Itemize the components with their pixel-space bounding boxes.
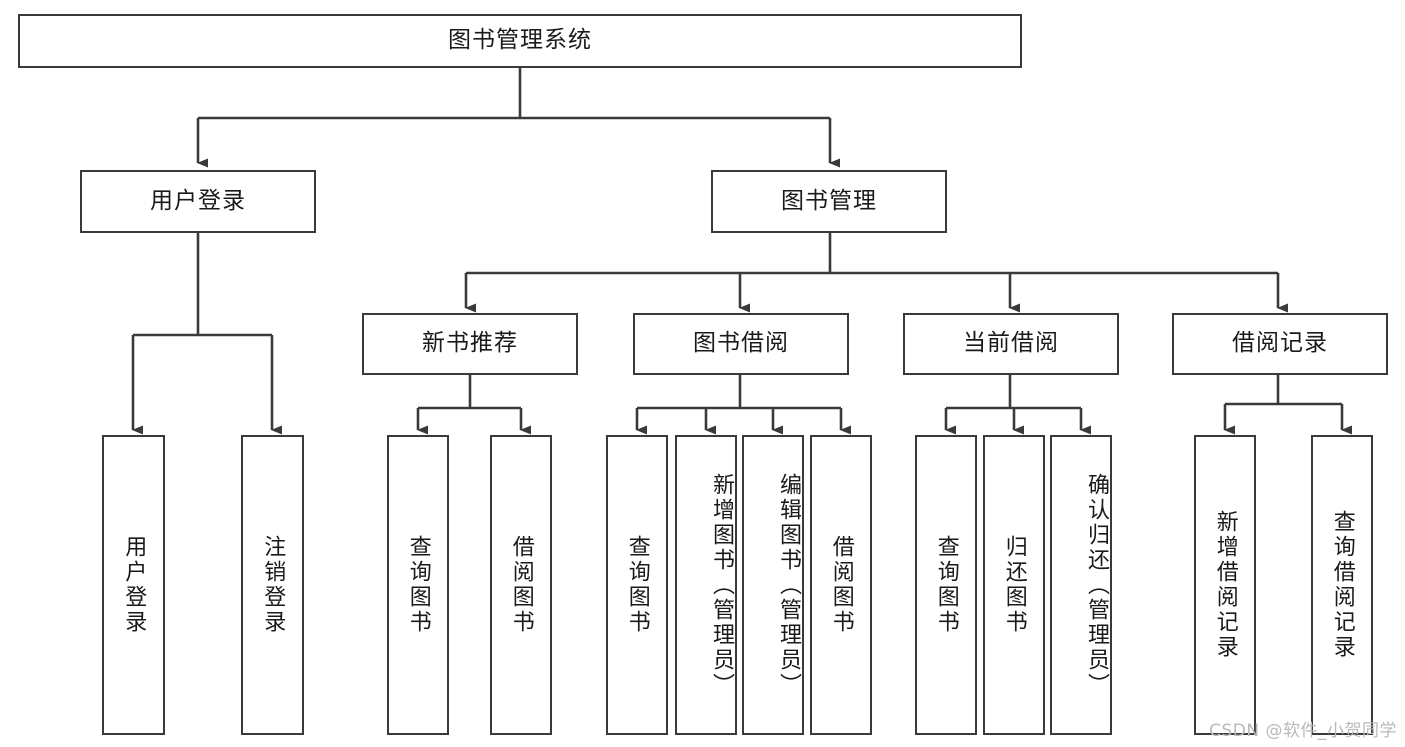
leaf-new-book-query-book[interactable]: 查询图书 <box>387 435 449 735</box>
node-label: 借阅图书 <box>508 535 534 635</box>
leaf-borrow-record-query-record[interactable]: 查询借阅记录 <box>1311 435 1373 735</box>
node-label: 查询图书 <box>624 535 650 635</box>
node-current-borrow[interactable]: 当前借阅 <box>903 313 1119 375</box>
node-label: 查询借阅记录 <box>1329 510 1355 660</box>
node-label: 用户登录 <box>121 535 147 635</box>
leaf-book-borrow-borrow-book[interactable]: 借阅图书 <box>810 435 872 735</box>
leaf-current-borrow-return-book[interactable]: 归还图书 <box>983 435 1045 735</box>
node-label: 注销登录 <box>260 535 286 635</box>
csdn-watermark: CSDN @软件_小贺同学 <box>1209 721 1397 741</box>
leaf-book-borrow-query-book[interactable]: 查询图书 <box>606 435 668 735</box>
leaf-borrow-record-add-record[interactable]: 新增借阅记录 <box>1194 435 1256 735</box>
node-label: 编辑图书（管理员） <box>776 472 801 698</box>
node-label: 图书管理 <box>781 187 877 214</box>
leaf-book-borrow-edit-book[interactable]: 编辑图书（管理员） <box>742 435 804 735</box>
leaf-user-login-logout[interactable]: 注销登录 <box>241 435 304 735</box>
node-new-book-recommend[interactable]: 新书推荐 <box>362 313 578 375</box>
node-book-borrow[interactable]: 图书借阅 <box>633 313 849 375</box>
node-label: 归还图书 <box>1001 535 1027 635</box>
node-label: 图书管理系统 <box>448 27 592 54</box>
node-label: 新增借阅记录 <box>1212 510 1238 660</box>
node-label: 查询图书 <box>933 535 959 635</box>
node-label: 查询图书 <box>405 535 431 635</box>
node-label: 当前借阅 <box>963 330 1059 357</box>
node-label: 新书推荐 <box>422 330 518 357</box>
node-root-book-management-system[interactable]: 图书管理系统 <box>18 14 1022 68</box>
leaf-user-login-login[interactable]: 用户登录 <box>102 435 165 735</box>
leaf-book-borrow-add-book[interactable]: 新增图书（管理员） <box>675 435 737 735</box>
node-book-management[interactable]: 图书管理 <box>711 170 947 233</box>
node-label: 借阅图书 <box>828 535 854 635</box>
node-user-login[interactable]: 用户登录 <box>80 170 316 233</box>
node-label: 新增图书（管理员） <box>709 472 734 698</box>
node-label: 确认归还（管理员） <box>1084 472 1109 698</box>
node-label: 图书借阅 <box>693 330 789 357</box>
node-borrow-record[interactable]: 借阅记录 <box>1172 313 1388 375</box>
leaf-current-borrow-query-book[interactable]: 查询图书 <box>915 435 977 735</box>
node-label: 用户登录 <box>150 187 246 214</box>
leaf-current-borrow-confirm-return[interactable]: 确认归还（管理员） <box>1050 435 1112 735</box>
leaf-new-book-borrow-book[interactable]: 借阅图书 <box>490 435 552 735</box>
node-label: 借阅记录 <box>1232 330 1328 357</box>
